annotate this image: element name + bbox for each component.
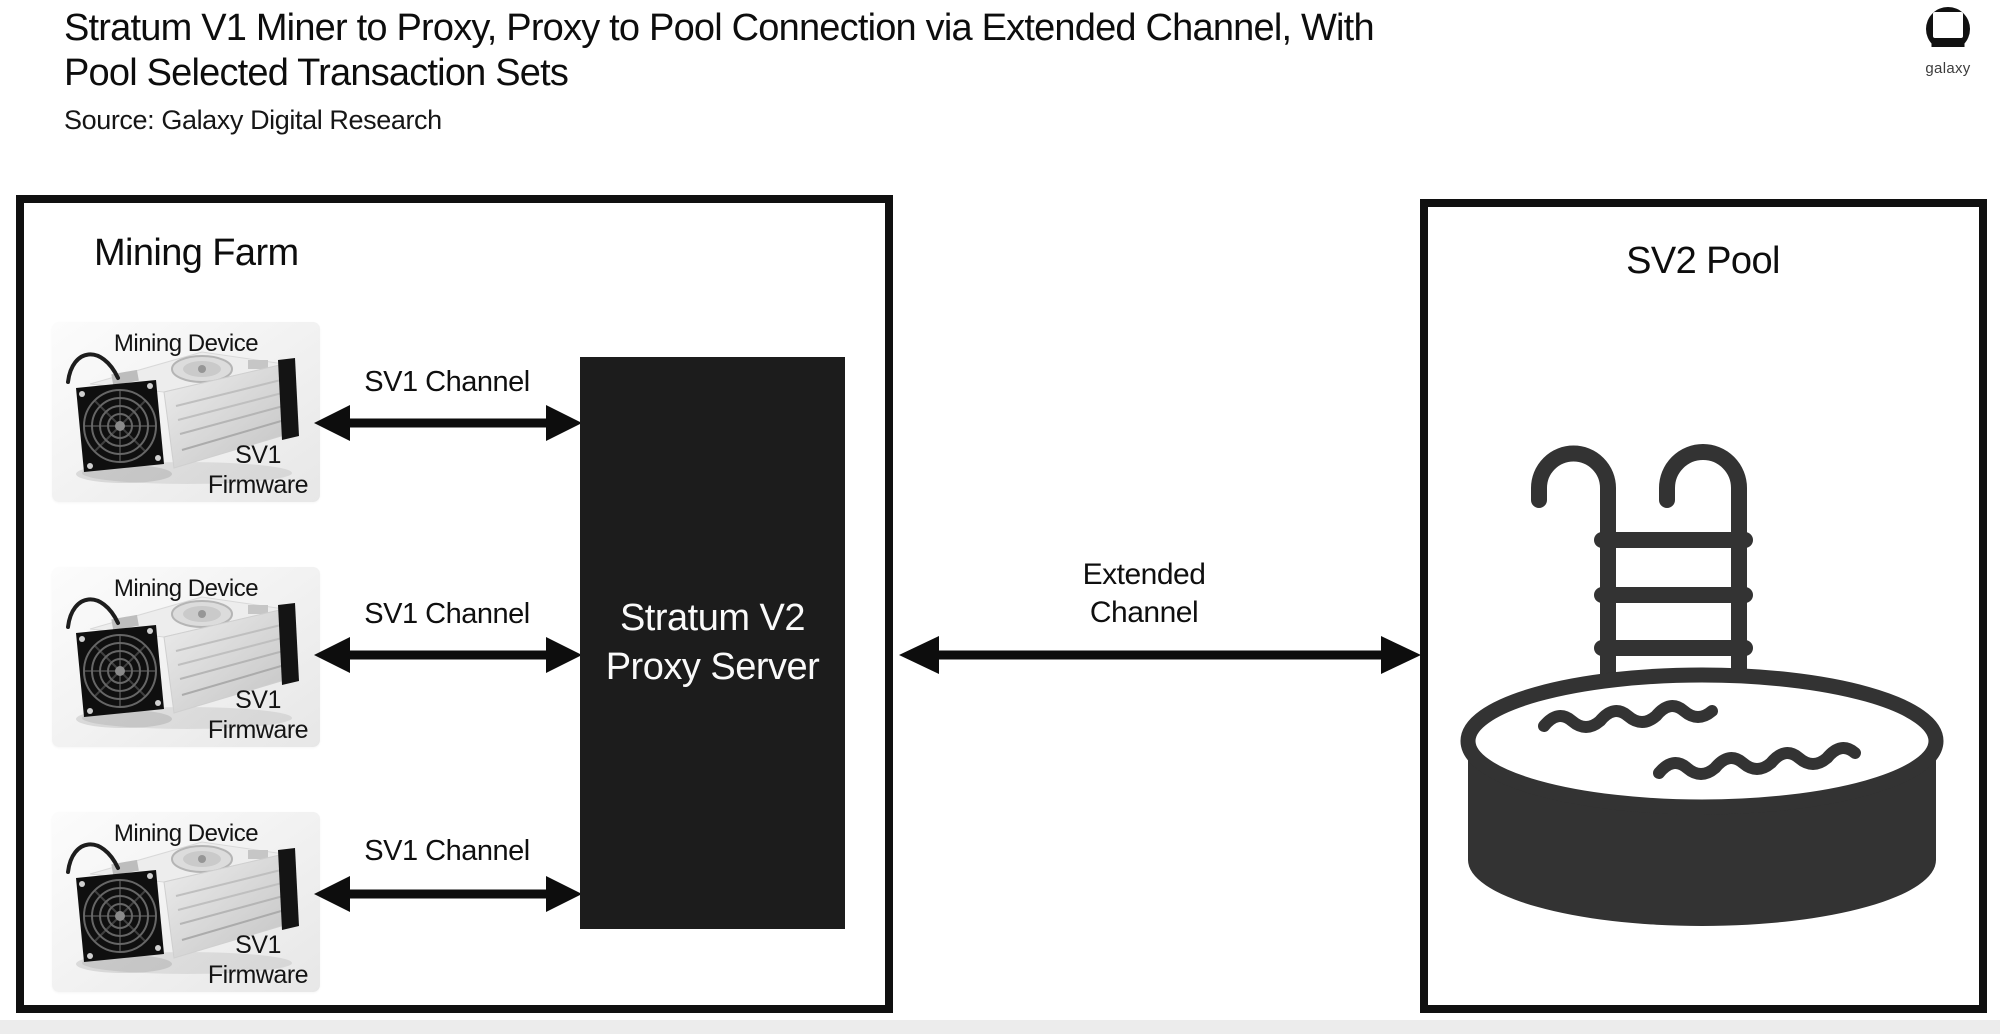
pool-icon — [1460, 444, 1944, 926]
firmware-line1: SV1 — [235, 931, 281, 959]
firmware-label: SV1 Firmware — [202, 685, 314, 745]
sv1-channel-arrow — [314, 876, 582, 912]
sv1-channel-arrow — [314, 637, 582, 673]
firmware-line1: SV1 — [235, 441, 281, 469]
mining-farm-title: Mining Farm — [94, 232, 299, 274]
galaxy-logo-text: galaxy — [1925, 60, 1971, 77]
extended-channel-arrow — [899, 636, 1421, 674]
firmware-label: SV1 Firmware — [202, 440, 314, 500]
proxy-label-line2: Proxy Server — [605, 646, 820, 688]
sv1-channel-label: SV1 Channel — [364, 598, 530, 630]
galaxy-helmet-icon — [1922, 7, 1974, 54]
extended-channel-line1: Extended — [1082, 558, 1206, 591]
firmware-line2: Firmware — [207, 471, 309, 499]
galaxy-logo: galaxy — [1918, 6, 1978, 77]
sv1-channel-label: SV1 Channel — [364, 366, 530, 398]
figure-title-line1: Stratum V1 Miner to Proxy, Proxy to Pool… — [64, 7, 1375, 49]
firmware-line1: SV1 — [235, 686, 281, 714]
proxy-server-label: Stratum V2 Proxy Server — [606, 594, 820, 692]
proxy-server-box: Stratum V2 Proxy Server — [580, 357, 845, 929]
figure-title: Stratum V1 Miner to Proxy, Proxy to Pool… — [64, 6, 1375, 96]
mining-device-card: Mining Device SV1 Firmware — [52, 322, 320, 502]
mining-device-label: Mining Device — [113, 575, 259, 602]
mining-device-card: Mining Device SV1 Firmware — [52, 567, 320, 747]
page-bottom-strip — [0, 1020, 2000, 1034]
mining-device-label: Mining Device — [113, 330, 259, 357]
mining-device-label: Mining Device — [113, 820, 259, 847]
firmware-label: SV1 Firmware — [202, 930, 314, 990]
mining-device-card: Mining Device SV1 Firmware — [52, 812, 320, 992]
sv1-channel-label: SV1 Channel — [364, 835, 530, 867]
sv1-channel-arrow — [314, 405, 582, 441]
extended-channel-line2: Channel — [1089, 596, 1199, 629]
firmware-line2: Firmware — [207, 961, 309, 989]
source-caption: Source: Galaxy Digital Research — [64, 105, 442, 135]
firmware-line2: Firmware — [207, 716, 309, 744]
extended-channel-label: Extended Channel — [1083, 556, 1206, 632]
proxy-label-line1: Stratum V2 — [619, 597, 806, 639]
sv2-pool-title: SV2 Pool — [1626, 240, 1780, 282]
figure-title-line2: Pool Selected Transaction Sets — [64, 52, 569, 94]
